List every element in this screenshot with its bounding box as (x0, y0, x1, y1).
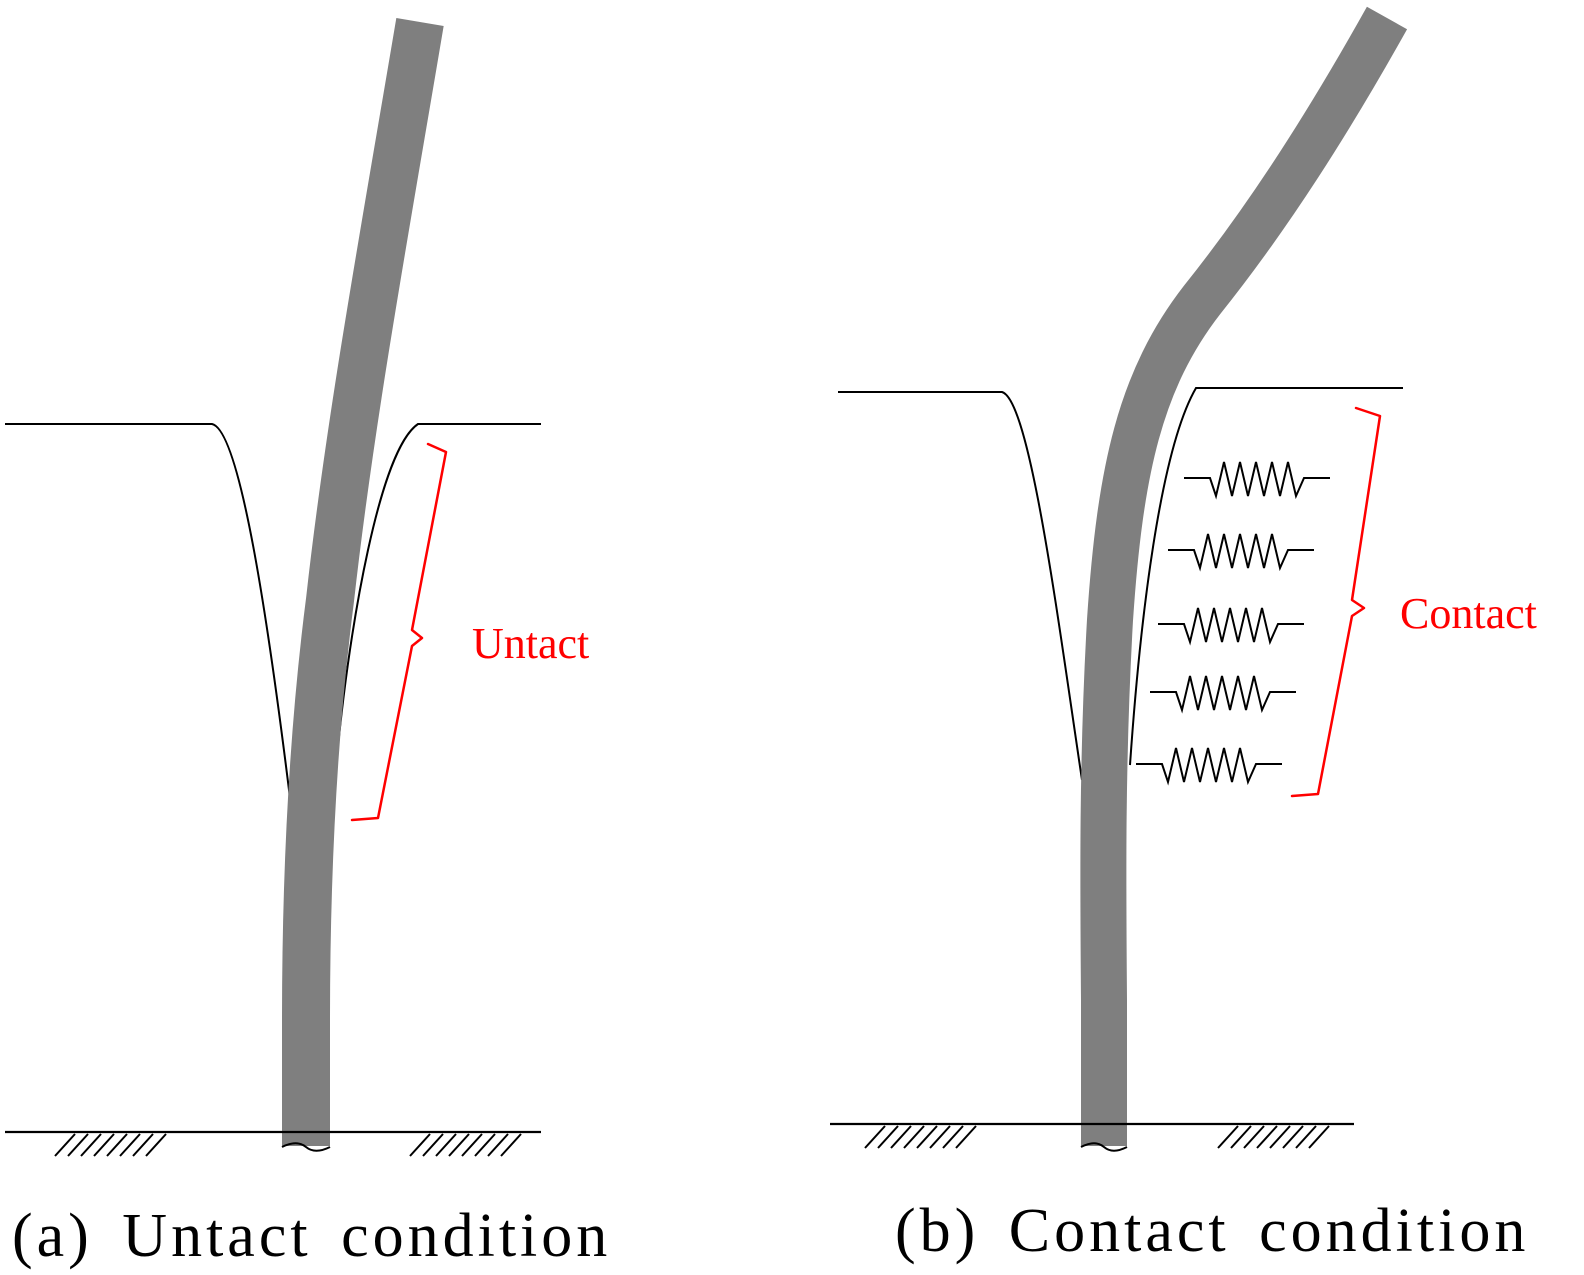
panel-a-pile (282, 18, 444, 1146)
panel-a-ground-hatch-right (409, 1133, 522, 1157)
panel-a-untact-label: Untact (472, 619, 589, 668)
panel-a-pile-cut-end (281, 1142, 331, 1152)
panel-b-ground-hatch-right (1217, 1125, 1330, 1149)
panel-b-contact: Contact (b) Contact condition (830, 6, 1537, 1265)
panel-a-untact: Untact (a) Untact condition (5, 18, 611, 1270)
panel-b-contact-label: Contact (1400, 589, 1537, 638)
panel-b-spring-3 (1158, 607, 1304, 646)
panel-b-spring-2 (1168, 533, 1314, 572)
panel-a-untact-brace (350, 442, 448, 822)
panel-b-soil-gap-left (838, 391, 1083, 781)
panel-b-pile (1080, 6, 1408, 1146)
panel-b-pile-cut-end (1080, 1142, 1128, 1152)
panel-a-caption: (a) Untact condition (12, 1202, 611, 1270)
panel-b-soil-contact-right (1129, 387, 1403, 766)
panel-b-spring-5 (1136, 747, 1282, 786)
panel-b-contact-brace (1290, 406, 1382, 798)
panel-b-ground-hatch-left (864, 1125, 977, 1149)
panel-a-ground-hatch-left (54, 1133, 167, 1157)
panel-b-caption: (b) Contact condition (895, 1197, 1529, 1265)
panel-b-spring-4 (1150, 675, 1296, 714)
panel-b-spring-1 (1184, 461, 1330, 500)
panel-a-soil-gap-left (5, 423, 291, 799)
